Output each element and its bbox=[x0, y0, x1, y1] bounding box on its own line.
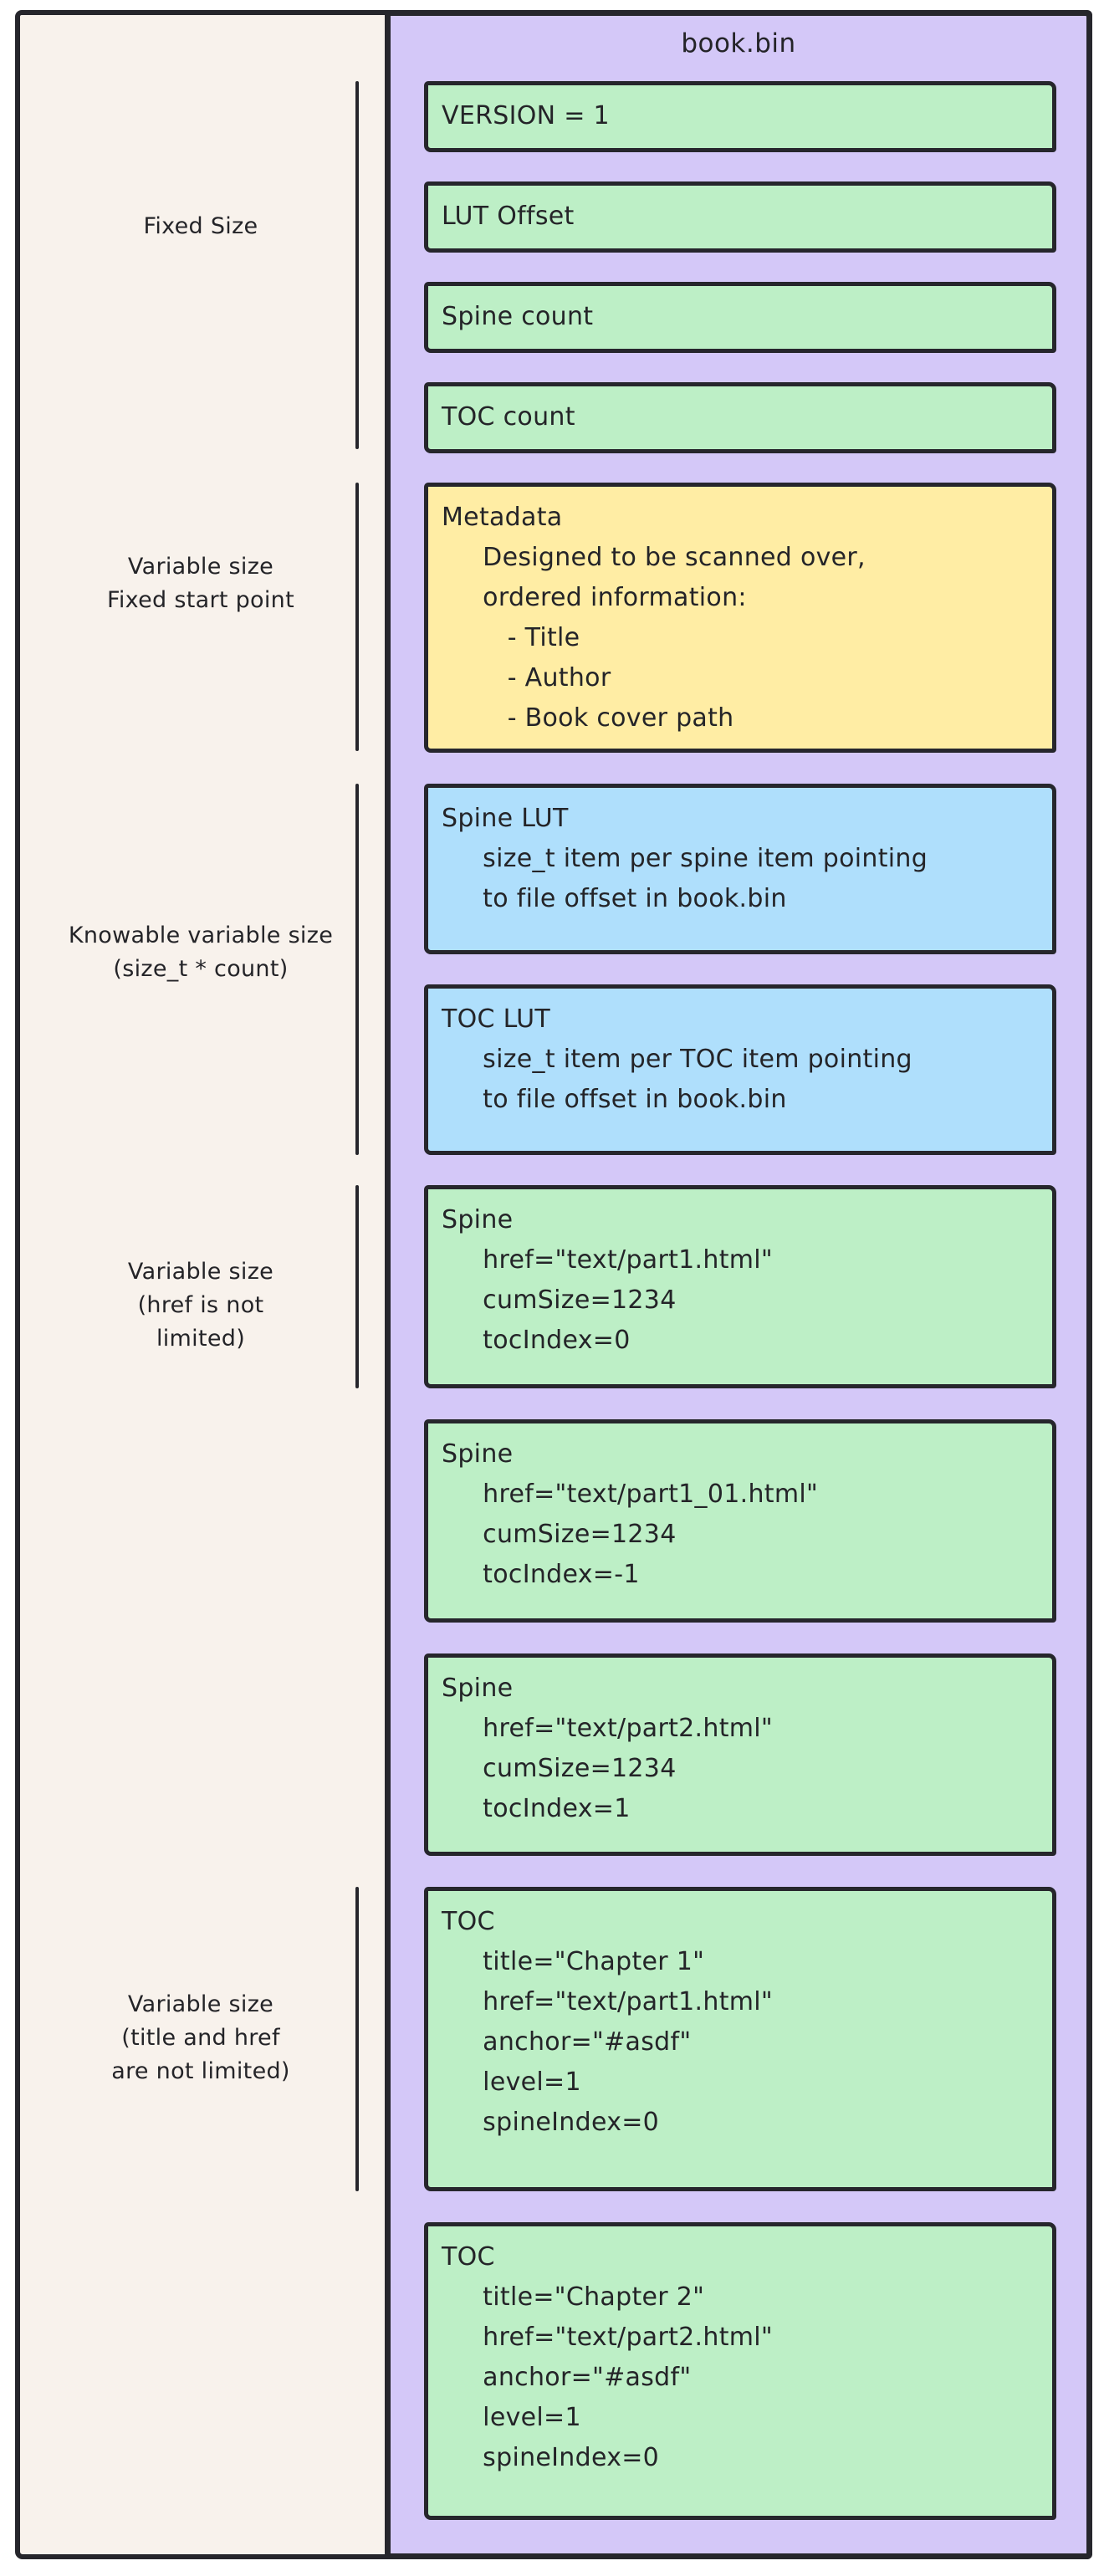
label-knowable-variable: Knowable variable size (size_t * count) bbox=[68, 923, 334, 982]
label-variable-fixed-start: Variable size Fixed start point bbox=[107, 554, 294, 613]
box-version-text: VERSION = 1 bbox=[442, 101, 610, 130]
box-spine-1-text: Spine href="text/part1.html" cumSize=123… bbox=[442, 1205, 774, 1355]
bracket-variable-title-href bbox=[355, 1887, 359, 2191]
box-toc-1-text: TOC title="Chapter 1" href="text/part1.h… bbox=[442, 1907, 774, 2137]
box-spine-count: Spine count bbox=[424, 282, 1056, 353]
label-variable-title-href: Variable size (title and href are not li… bbox=[111, 1991, 290, 2084]
box-toc-1: TOC title="Chapter 1" href="text/part1.h… bbox=[424, 1887, 1056, 2191]
bracket-variable-href bbox=[355, 1185, 359, 1388]
box-spine-2: Spine href="text/part1_01.html" cumSize=… bbox=[424, 1419, 1056, 1623]
box-version: VERSION = 1 bbox=[424, 81, 1056, 152]
label-fixed-size: Fixed Size bbox=[143, 213, 258, 239]
panel-title: book.bin bbox=[681, 28, 796, 59]
box-lut-offset: LUT Offset bbox=[424, 181, 1056, 253]
box-toc-lut: TOC LUT size_t item per TOC item pointin… bbox=[424, 984, 1056, 1155]
box-spine-1: Spine href="text/part1.html" cumSize=123… bbox=[424, 1185, 1056, 1388]
box-lut-offset-text: LUT Offset bbox=[442, 202, 575, 231]
bracket-variable-fixed-start bbox=[355, 483, 359, 751]
box-spine-count-text: Spine count bbox=[442, 302, 594, 331]
box-toc-2: TOC title="Chapter 2" href="text/part2.h… bbox=[424, 2222, 1056, 2520]
box-spine-lut: Spine LUT size_t item per spine item poi… bbox=[424, 784, 1056, 954]
box-spine-3: Spine href="text/part2.html" cumSize=123… bbox=[424, 1653, 1056, 1856]
bracket-knowable-variable bbox=[355, 784, 359, 1155]
box-toc-2-text: TOC title="Chapter 2" href="text/part2.h… bbox=[442, 2242, 774, 2472]
box-toc-count-text: TOC count bbox=[442, 402, 575, 432]
box-metadata-text: Metadata Designed to be scanned over, or… bbox=[442, 503, 866, 733]
box-toc-count: TOC count bbox=[424, 382, 1056, 453]
bracket-fixed-size bbox=[355, 81, 359, 449]
box-spine-3-text: Spine href="text/part2.html" cumSize=123… bbox=[442, 1674, 774, 1823]
box-metadata: Metadata Designed to be scanned over, or… bbox=[424, 483, 1056, 753]
box-toc-lut-text: TOC LUT size_t item per TOC item pointin… bbox=[442, 1004, 912, 1114]
label-variable-href: Variable size (href is not limited) bbox=[127, 1259, 274, 1352]
box-spine-2-text: Spine href="text/part1_01.html" cumSize=… bbox=[442, 1439, 819, 1589]
box-spine-lut-text: Spine LUT size_t item per spine item poi… bbox=[442, 804, 928, 913]
